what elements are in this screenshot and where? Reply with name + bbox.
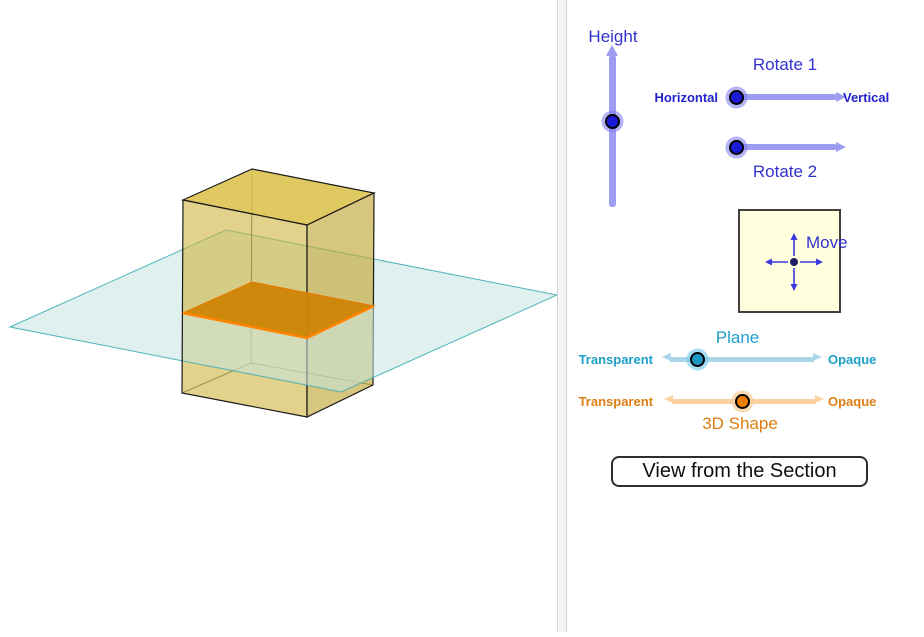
- plane-slider-left-arrow-icon: [662, 353, 671, 361]
- rotate2-slider-label: Rotate 2: [752, 162, 818, 181]
- move-right-arrow-icon: [800, 258, 823, 266]
- move-center-dot: [790, 258, 798, 266]
- plane-front-edge: [182, 360, 375, 393]
- rotate2-slider-track[interactable]: [737, 144, 837, 150]
- rotate1-slider-handle[interactable]: [729, 90, 744, 105]
- 3d-graphics-view[interactable]: [0, 0, 557, 637]
- plane-slider-handle[interactable]: [690, 352, 705, 367]
- height-slider-track[interactable]: [609, 55, 616, 207]
- plane-slider-right-arrow-icon: [813, 353, 822, 361]
- panel-splitter[interactable]: [557, 0, 567, 632]
- shape3d-max-label: Opaque: [828, 394, 877, 409]
- plane-slider-track[interactable]: [670, 357, 814, 362]
- view-from-section-button[interactable]: View from the Section: [611, 456, 868, 487]
- rotate2-slider-arrow-icon: [836, 142, 846, 152]
- shape3d-slider-left-arrow-icon: [664, 395, 673, 403]
- rotate1-slider-label: Rotate 1: [752, 55, 818, 74]
- height-slider-arrow-icon: [606, 45, 618, 56]
- rotate1-slider-arrow-icon: [836, 92, 846, 102]
- move-pad-label: Move: [806, 233, 848, 252]
- plane-front-overlay: [183, 306, 374, 392]
- move-up-arrow-icon: [790, 233, 798, 256]
- plane-min-label: Transparent: [578, 352, 653, 367]
- cross-section-front-edge: [182, 304, 375, 340]
- height-slider-handle[interactable]: [605, 114, 620, 129]
- rotate1-max-label: Vertical: [843, 90, 890, 105]
- rotate2-slider-handle[interactable]: [729, 140, 744, 155]
- height-slider-label: Height: [588, 27, 638, 46]
- plane-slider-label: Plane: [715, 328, 760, 347]
- move-pad[interactable]: [738, 209, 841, 313]
- shape3d-min-label: Transparent: [578, 394, 653, 409]
- shape3d-slider-label: 3D Shape: [702, 414, 778, 433]
- shape3d-slider-handle[interactable]: [735, 394, 750, 409]
- rotate1-min-label: Horizontal: [654, 90, 718, 105]
- plane-max-label: Opaque: [828, 352, 877, 367]
- rotate1-slider-track[interactable]: [737, 94, 837, 100]
- move-down-arrow-icon: [790, 268, 798, 291]
- move-left-arrow-icon: [765, 258, 788, 266]
- move-pad-graphic: [765, 233, 823, 291]
- shape3d-slider-right-arrow-icon: [815, 395, 824, 403]
